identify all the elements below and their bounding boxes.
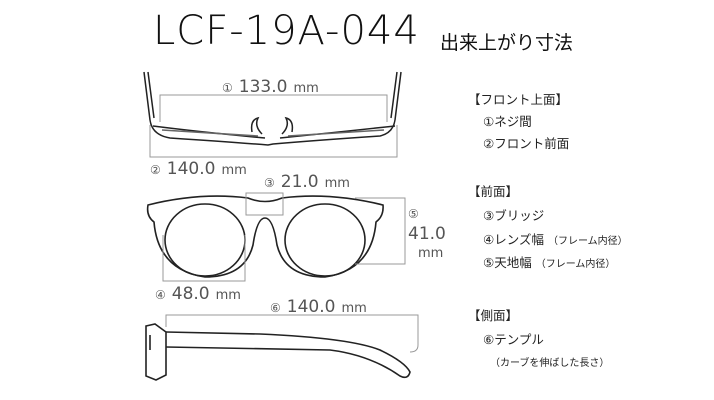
dim-value: 133.0 [238, 77, 288, 97]
dimension-box-4 [162, 235, 246, 282]
legend-item: ③ブリッジ [483, 208, 545, 223]
dim-unit: mm [341, 301, 367, 316]
dim-unit: mm [215, 288, 241, 303]
top-view-drawing [143, 71, 402, 146]
dim-mark: ④ [155, 288, 166, 302]
dimension-label-1: ① 133.0 mm [222, 77, 319, 97]
dim-unit: mm [293, 81, 319, 96]
dimension-box-6 [165, 314, 419, 353]
legend-item: ⑤天地幅 （フレーム内径） [483, 252, 615, 271]
legend-note: （カーブを伸ばした長さ） [490, 358, 610, 369]
subtitle: 出来上がり寸法 [440, 32, 574, 54]
dim-value: 48.0 [171, 284, 210, 304]
legend-heading-front: 【前面】 [468, 184, 519, 199]
dim-unit: mm [324, 176, 350, 191]
dim-mark: ① [222, 81, 233, 95]
dim-mark: ② [150, 163, 161, 177]
dimension-label-3: ③ 21.0 mm [264, 172, 350, 192]
legend-item: ①ネジ間 [483, 114, 532, 129]
dimension-label-6: ⑥ 140.0 mm [270, 297, 367, 317]
legend-item: ④レンズ幅 （フレーム内径） [483, 229, 628, 248]
legend-item: ②フロント前面 [483, 136, 570, 151]
legend-item-label: ⑤天地幅 [483, 255, 532, 270]
front-view-drawing [146, 195, 384, 278]
dim-value: 140.0 [286, 297, 336, 317]
dimension-label-4: ④ 48.0 mm [155, 284, 241, 304]
dim-value: 21.0 [280, 172, 319, 192]
dimension-box-5 [355, 197, 406, 265]
legend-note: （フレーム内径） [547, 236, 628, 247]
dimension-box-2 [149, 125, 398, 158]
legend-item-label: ④レンズ幅 [483, 232, 544, 247]
legend-heading-side: 【側面】 [468, 308, 519, 323]
legend-note: （フレーム内径） [535, 259, 616, 270]
side-view-drawing [145, 323, 411, 381]
dimension-label-2: ② 140.0 mm [150, 159, 247, 179]
dimension-box-1 [159, 94, 388, 122]
dimension-box-3 [245, 192, 284, 216]
legend-item: ⑥テンプル [483, 332, 544, 347]
dim-unit: mm [418, 246, 444, 261]
legend-heading-front-top: 【フロント上面】 [468, 92, 569, 107]
dim-mark: ⑤ [408, 207, 419, 221]
dim-mark: ⑥ [270, 301, 281, 315]
dim-value: 41.0 [408, 224, 446, 244]
dimension-label-5: ⑤ 41.0 mm [408, 204, 446, 264]
dim-mark: ③ [264, 176, 275, 190]
dim-value: 140.0 [166, 159, 216, 179]
dim-unit: mm [221, 163, 247, 178]
product-code-title: LCF-19A-044 [153, 8, 420, 54]
